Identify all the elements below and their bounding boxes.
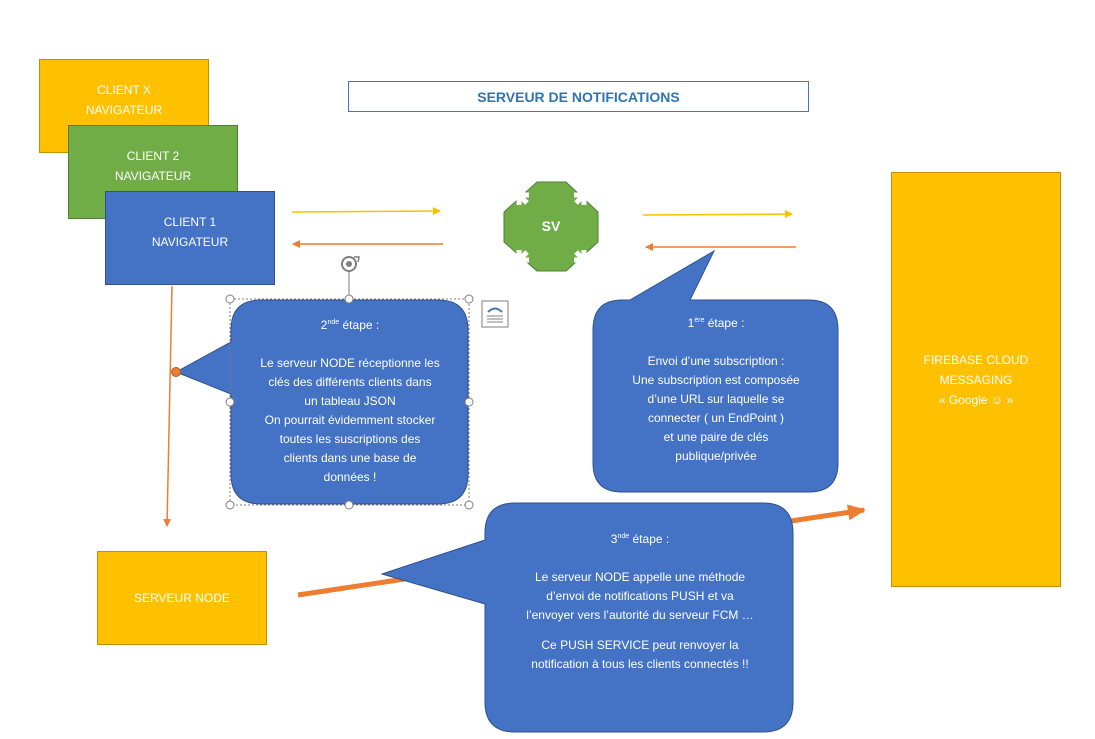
step2-line: données ! [323,470,377,484]
step1-text: 1ère étape : Envoi d’une subscription : … [596,314,836,466]
serveur-node-label: SERVEUR NODE [134,591,230,605]
step2-line: Le serveur NODE réceptionne les [260,356,440,370]
step1-line: Envoi d’une subscription : [647,354,785,368]
rotate-handle-icon[interactable] [341,256,360,272]
step1-heading: 1ère étape : [687,316,745,330]
diagram-title: SERVEUR DE NOTIFICATIONS [348,81,809,112]
client-1-label: CLIENT 1 [163,215,217,229]
step1-line: Une subscription est composée [632,373,800,387]
step1-line: publique/privée [675,449,757,463]
client-x-sublabel: NAVIGATEUR [85,103,163,117]
step2-selection-frame [171,272,474,510]
step3-line: notification à tous les clients connecté… [531,657,749,671]
step3-line: Le serveur NODE appelle une méthode [534,570,746,584]
arrow-client-to-sv [291,207,441,216]
firebase-google-label: « Google ☺ » [938,392,1014,407]
client-1-sublabel: NAVIGATEUR [151,235,229,249]
arrow-client-to-node [163,285,173,527]
serveur-node-box: SERVEUR NODE [97,551,267,645]
step3-line: Ce PUSH SERVICE peut renvoyer la [541,638,739,652]
step2-line: clés des différents clients dans [268,375,432,389]
step2-text: 2nde étape : Le serveur NODE réceptionne… [234,316,466,487]
client-1-box: CLIENT 1 NAVIGATEUR [105,191,275,285]
step3-text: 3nde étape : Le serveur NODE appelle une… [490,530,790,674]
step2-line: On pourrait évidemment stocker [264,413,436,427]
step3-bubble [380,502,794,733]
step1-bubble [592,249,839,493]
step1-line: et une paire de clés [663,430,769,444]
sv-server-icon [503,181,599,272]
step3-line: d’envoi de notifications PUSH et va [546,589,734,603]
step1-line: d’une URL sur laquelle se [647,392,785,406]
step3-line: l’envoyer vers l’autorité du serveur FCM… [526,608,754,622]
sv-label: SV [541,218,561,234]
arrow-sv-to-firebase [642,210,793,219]
step2-line: un tableau JSON [304,394,396,408]
firebase-sublabel: MESSAGING [939,372,1013,387]
firebase-label: FIREBASE CLOUD [923,352,1029,367]
step2-heading: 2nde étape : [320,318,380,332]
layout-options-icon[interactable] [481,300,509,328]
client-2-sublabel: NAVIGATEUR [114,169,192,183]
client-x-label: CLIENT X [97,83,151,97]
step1-line: connecter ( un EndPoint ) [647,411,785,425]
firebase-box: FIREBASE CLOUD MESSAGING « Google ☺ » [891,172,1061,587]
client-2-label: CLIENT 2 [126,149,180,163]
step2-line: toutes les suscriptions des [279,432,421,446]
step2-line: clients dans une base de [283,451,417,465]
step2-bubble [174,299,469,505]
step3-heading: 3nde étape : [610,532,670,546]
